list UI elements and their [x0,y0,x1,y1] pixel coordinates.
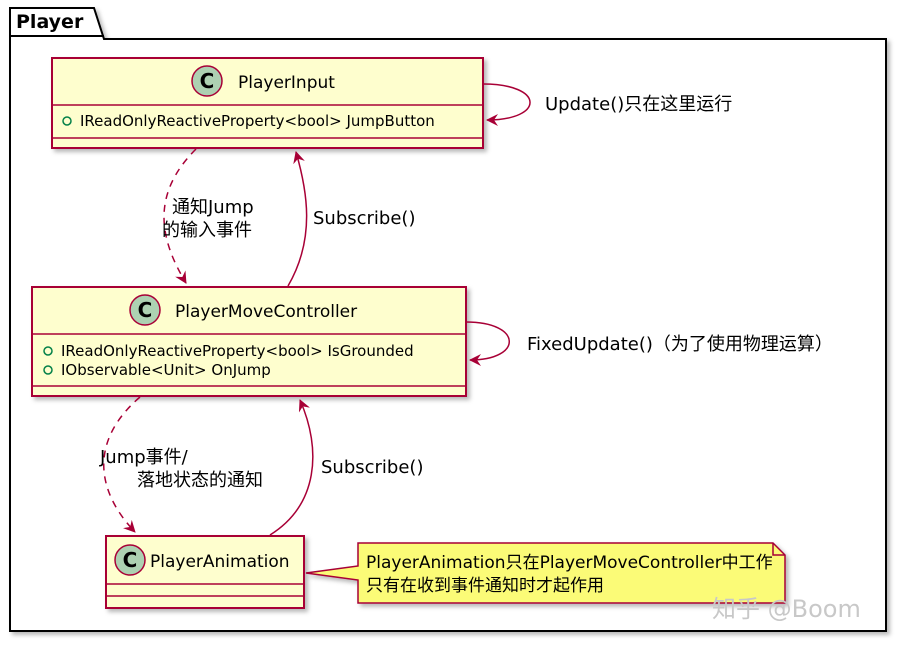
edge-label: 的输入事件 [162,220,252,241]
edge-label: FixedUpdate()（为了使用物理运算） [527,334,833,355]
edge-input-to-controller[interactable]: 通知Jump 的输入事件 [162,148,254,284]
class-member: IReadOnlyReactiveProperty<bool> JumpButt… [80,112,435,130]
edge-label: Subscribe() [313,208,415,229]
note-box [305,542,786,604]
class-stereotype-circle [129,294,161,326]
edge-label: Subscribe() [321,457,423,478]
public-visibility-icon [43,365,53,375]
class-box [51,57,484,149]
watermark-text: 知乎 @Boom [712,595,861,623]
class-stereotype-circle [191,65,223,97]
class-member: IReadOnlyReactiveProperty<bool> IsGround… [61,342,414,360]
class-name: PlayerAnimation [150,552,290,572]
class-stereotype-letter: C [138,298,153,322]
edge-line [163,148,197,284]
edge-line [465,321,510,366]
class-player-input[interactable]: C PlayerInput IReadOnlyReactiveProperty<… [51,57,484,149]
public-visibility-icon [62,116,72,126]
edge-label: 落地状态的通知 [137,470,263,491]
class-box [31,286,467,397]
note-line: 只有在收到事件通知时才起作用 [366,576,604,596]
edge-controller-self-loop[interactable]: FixedUpdate()（为了使用物理运算） [465,321,833,366]
edge-label: Jump事件/ [99,447,189,468]
edge-line [482,83,531,126]
edge-controller-subscribe-input[interactable]: Subscribe() [287,151,415,287]
class-member: IObservable<Unit> OnJump [61,361,271,379]
note-player-animation[interactable]: PlayerAnimation只在PlayerMoveController中工作… [305,542,786,604]
package-title: Player [16,11,84,33]
edge-label: Update()只在这里运行 [545,94,732,115]
class-stereotype-circle [114,544,146,576]
class-name: PlayerInput [238,73,335,93]
note-folded-corner [772,543,785,556]
public-visibility-icon [43,346,53,356]
class-player-move-controller[interactable]: C PlayerMoveController IReadOnlyReactive… [31,286,467,397]
class-stereotype-letter: C [200,69,215,93]
class-name: PlayerMoveController [175,302,357,322]
class-stereotype-letter: C [123,548,138,572]
edge-controller-to-animation[interactable]: Jump事件/ 落地状态的通知 [99,396,263,533]
edge-line [269,399,314,536]
edge-label: 通知Jump [172,197,254,218]
note-line: PlayerAnimation只在PlayerMoveController中工作 [366,553,773,573]
class-player-animation[interactable]: C PlayerAnimation [105,535,305,609]
edge-input-self-loop[interactable]: Update()只在这里运行 [482,83,732,126]
edge-line [287,151,308,287]
edge-animation-subscribe-controller[interactable]: Subscribe() [269,399,423,536]
edge-line [103,396,141,533]
